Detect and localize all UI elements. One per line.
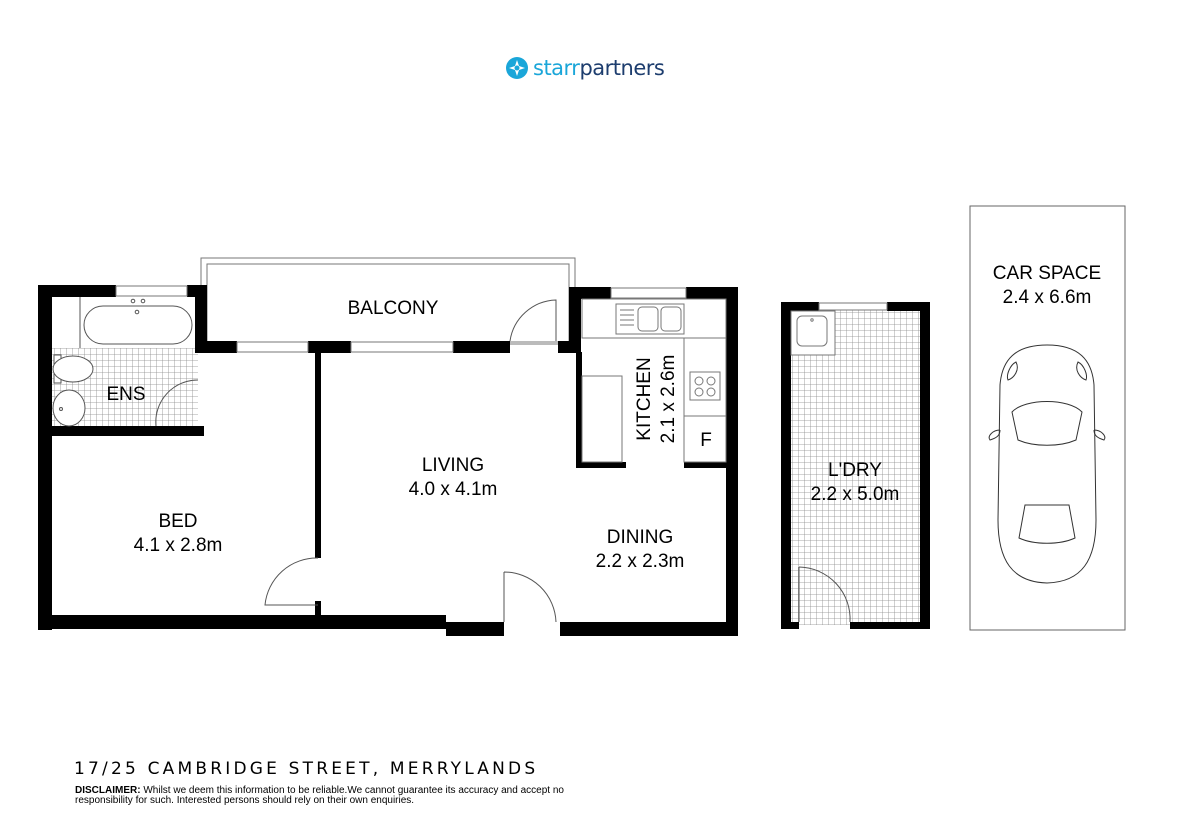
kitchen-fixtures	[581, 298, 727, 463]
disclaimer: DISCLAIMER: Whilst we deem this informat…	[75, 786, 595, 806]
dining-size: 2.2 x 2.3m	[596, 551, 685, 572]
fridge-label: F	[700, 430, 712, 451]
balcony: BALCONY	[200, 257, 576, 345]
brand-name: starrpartners	[533, 55, 665, 80]
laundry-floor	[791, 310, 921, 625]
disclaimer-label: DISCLAIMER:	[75, 785, 141, 796]
ensuite-label: ENS	[106, 384, 145, 405]
laundry-size: 2.2 x 5.0m	[811, 484, 900, 505]
cooktop-icon	[689, 371, 721, 401]
kitchen-label-group: KITCHEN 2.1 x 2.6m	[634, 355, 679, 444]
walls	[38, 285, 930, 636]
toilet-icon	[52, 355, 94, 383]
living-size: 4.0 x 4.1m	[409, 479, 498, 500]
car-icon	[988, 344, 1106, 584]
kitchen-size: 2.1 x 2.6m	[658, 355, 679, 444]
bathtub-icon	[83, 305, 193, 345]
disclaimer-text: Whilst we deem this information to be re…	[75, 785, 564, 806]
car-space-label: CAR SPACE	[993, 263, 1101, 284]
bed-label: BED	[158, 511, 197, 532]
property-address: 17/25 CAMBRIDGE STREET, MERRYLANDS	[74, 759, 539, 779]
dining-label: DINING	[607, 527, 674, 548]
car-space-size: 2.4 x 6.6m	[1003, 287, 1092, 308]
star-logo-icon	[506, 57, 528, 79]
laundry-tub	[790, 310, 836, 356]
kitchen-label: KITCHEN	[634, 357, 655, 440]
fridge-space	[683, 415, 727, 463]
windows	[115, 285, 888, 353]
doors	[155, 299, 851, 623]
bed-size: 4.1 x 2.8m	[134, 535, 223, 556]
ensuite-fixtures	[52, 297, 195, 427]
balcony-label: BALCONY	[348, 298, 439, 319]
laundry-label: L'DRY	[828, 460, 882, 481]
car-space: CAR SPACE 2.4 x 6.6m	[969, 205, 1126, 631]
basin-icon	[52, 389, 86, 427]
living-label: LIVING	[422, 455, 484, 476]
brand-logo: starrpartners	[505, 54, 665, 82]
counter-island	[581, 375, 623, 463]
